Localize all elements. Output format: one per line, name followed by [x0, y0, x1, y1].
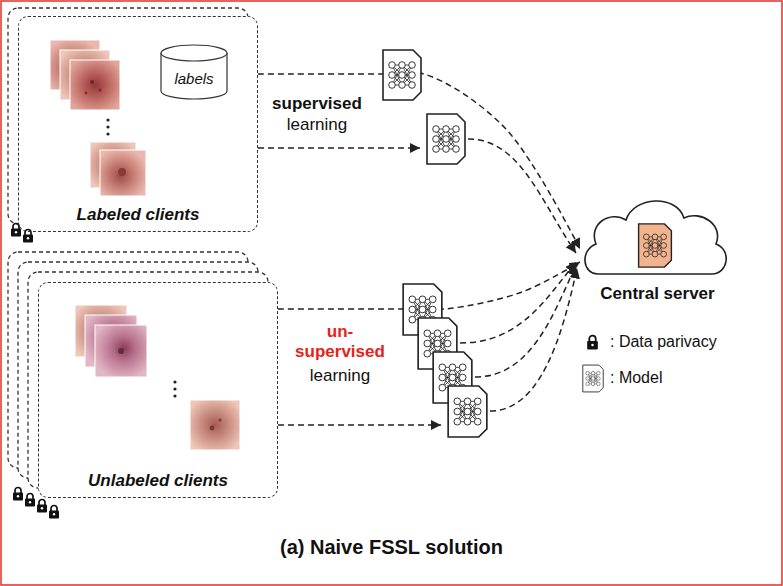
- label-box: learning: [262, 115, 372, 135]
- lesion-spot: [90, 80, 94, 84]
- lesion-spot: [118, 348, 124, 354]
- skin-image: [190, 400, 240, 450]
- lesion-spot: [85, 92, 88, 95]
- aggregation-arrow: [490, 268, 577, 411]
- model-icon: [383, 50, 421, 100]
- server-label: Central server: [600, 284, 714, 304]
- lesion-spot: [98, 88, 101, 91]
- legend-model-icon: [580, 362, 606, 394]
- ellipsis-dot: [106, 125, 109, 128]
- caption: (a) Naive FSSL solution: [0, 536, 783, 559]
- group-label: Labeled clients: [77, 205, 200, 225]
- label-box: supervised: [262, 94, 372, 114]
- learning-label: learning: [288, 366, 392, 386]
- client-group: Labeled clients labels: [18, 16, 258, 232]
- lock-icon: [49, 506, 59, 519]
- ellipsis-dot: [173, 394, 176, 397]
- learning-label: un- supervised: [288, 322, 392, 362]
- aggregation-arrow: [468, 139, 576, 253]
- lesion-spot: [118, 168, 126, 176]
- legend-text: : Model: [610, 369, 662, 387]
- skin-image-stack: [50, 40, 146, 196]
- skin-image: [70, 60, 120, 110]
- ellipsis-dot: [106, 132, 109, 135]
- model-icon: [583, 365, 603, 392]
- label-box: learning: [288, 366, 392, 386]
- client-card-ground: [18, 16, 258, 232]
- upload-connector: [258, 72, 580, 249]
- legend-row: : Data parivacy: [580, 324, 717, 360]
- cloud-shape: [580, 188, 730, 278]
- legend-lock-icon: [580, 326, 606, 358]
- skin-image: [100, 150, 146, 196]
- learning-label: supervised: [262, 94, 372, 114]
- label-cylinder: labels: [159, 43, 229, 101]
- lock-icon: [587, 336, 598, 350]
- learning-label: learning: [262, 115, 372, 135]
- skin-image-stack: [75, 305, 240, 450]
- lesion-spot: [210, 426, 215, 431]
- cylinder-top: [161, 45, 227, 61]
- lock-icon: [13, 488, 23, 501]
- legend: : Data parivacy : Model: [580, 324, 717, 396]
- client-card-ground: [38, 282, 278, 498]
- lock-icon: [11, 224, 21, 237]
- model-icon: [448, 386, 487, 437]
- model-icon: [427, 114, 465, 164]
- label-box: un- supervised: [288, 322, 392, 362]
- group-label: Unlabeled clients: [88, 471, 228, 491]
- client-group: Unlabeled clients: [38, 282, 278, 498]
- lesion-spot: [219, 419, 222, 422]
- legend-row: : Model: [580, 360, 717, 396]
- upload-arrow: [278, 424, 441, 426]
- lock-icon: [37, 500, 47, 513]
- skin-image: [95, 325, 147, 377]
- aggregation-arrow: [460, 262, 576, 343]
- ellipsis-dot: [173, 380, 176, 383]
- global-model-icon: [639, 224, 672, 267]
- legend-text: : Data parivacy: [610, 333, 717, 351]
- aggregation-arrow: [475, 265, 576, 377]
- caption-box: (a) Naive FSSL solution: [0, 536, 783, 559]
- lock-icon: [25, 494, 35, 507]
- cloud-outline: [585, 201, 726, 274]
- server-cloud: Central server: [580, 188, 735, 308]
- ellipsis-dot: [106, 118, 109, 121]
- ellipsis-dot: [173, 387, 176, 390]
- cylinder-label: labels: [174, 69, 213, 89]
- upload-arrow: [258, 147, 420, 149]
